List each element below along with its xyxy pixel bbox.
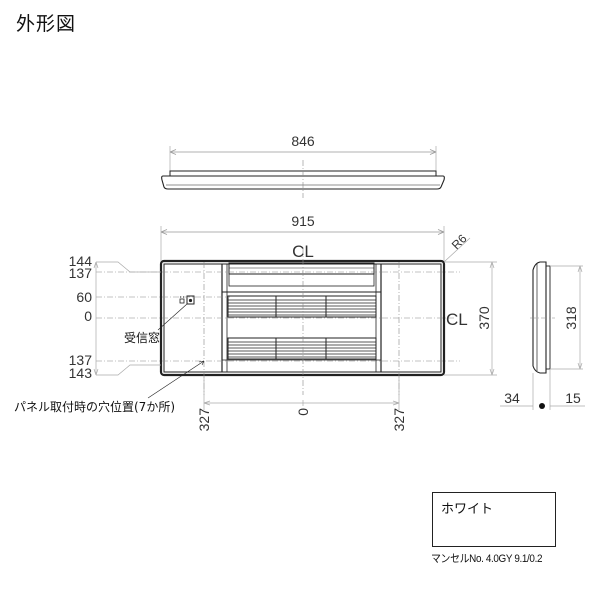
side-height-dim-318: 318 — [563, 306, 579, 330]
centerline-top-label: CL — [292, 242, 314, 261]
centerline-right-label: CL — [446, 310, 468, 329]
receiver-window-icon — [179, 295, 195, 305]
front-width-dim: 915 — [291, 213, 315, 229]
bottom-dim-0: 0 — [295, 408, 311, 416]
bottom-dim-327-left: 327 — [196, 408, 212, 432]
color-name: ホワイト — [441, 502, 494, 517]
side-depth-dim-34: 34 — [504, 390, 520, 406]
side-view — [500, 261, 585, 410]
side-depth-dim-15: 15 — [565, 390, 581, 406]
left-dim-143: 143 — [69, 365, 93, 381]
left-dim-137-bottom: 137 — [69, 352, 93, 368]
munsell-code: マンセルNo. 4.0GY 9.1/0.2 — [431, 553, 543, 565]
bottom-dim-327-right: 327 — [391, 408, 407, 432]
mounting-hole-label: パネル取付時の穴位置(7か所) — [14, 399, 175, 414]
left-dim-137-top: 137 — [69, 265, 93, 281]
top-view — [161, 146, 445, 198]
top-width-dim: 846 — [291, 133, 315, 149]
receiver-window-label: 受信窓 — [124, 330, 160, 345]
left-dim-144: 144 — [69, 253, 93, 269]
front-view — [93, 226, 497, 410]
color-swatch: ホワイト — [432, 492, 556, 547]
corner-radius-label: R6 — [449, 231, 470, 252]
height-dim-370: 370 — [476, 306, 492, 330]
page-title: 外形図 — [16, 13, 77, 35]
left-dim-0: 0 — [84, 308, 92, 324]
left-dim-60: 60 — [76, 289, 92, 305]
